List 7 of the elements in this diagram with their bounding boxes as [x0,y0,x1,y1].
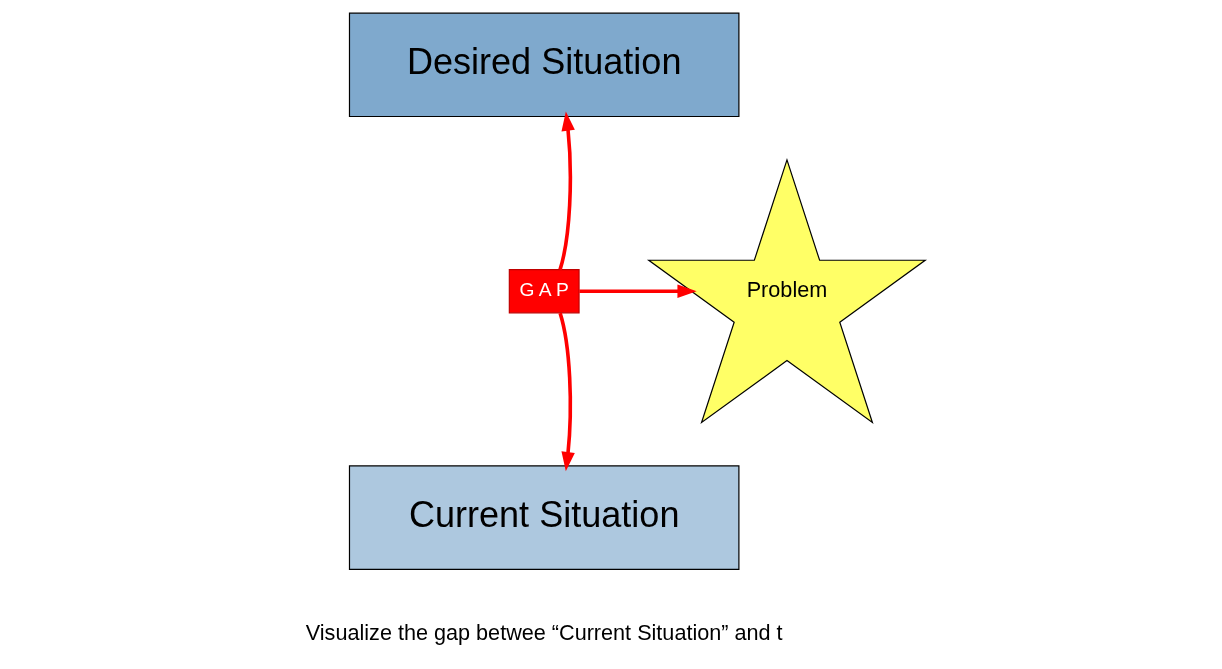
label: Visualize the gap betwee “Current Situation” and t [305,619,783,645]
node-box: Current Situation [348,465,739,570]
arrow [578,284,697,298]
arrow [557,312,575,472]
node-box: Desired Situation [348,12,739,118]
arrow [557,111,575,271]
node-box: G A P [508,269,580,314]
